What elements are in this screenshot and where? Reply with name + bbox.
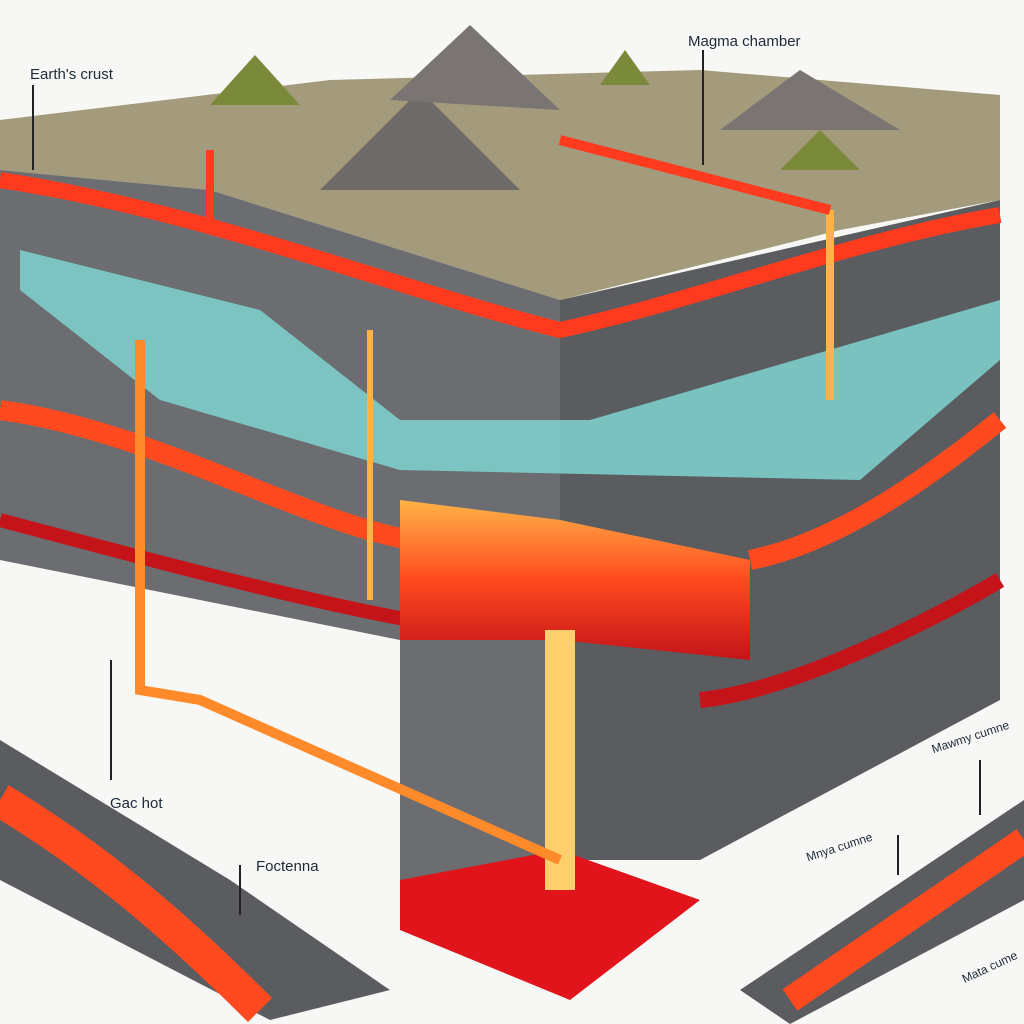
magma-pool — [400, 850, 700, 1000]
hill — [600, 50, 650, 85]
magma-vein — [782, 829, 1024, 1011]
rock-block-right — [560, 200, 1000, 860]
label-gas-hot: Gac hot — [110, 795, 163, 812]
magma-layer — [748, 412, 1007, 570]
label-magma-chamber: Magma chamber — [688, 33, 801, 50]
hill — [780, 130, 860, 170]
water-layer — [20, 250, 1000, 480]
mountain — [720, 70, 900, 130]
magma-conduit — [135, 340, 563, 865]
label-earths-crust: Earth's crust — [30, 66, 113, 83]
magma-layer — [0, 172, 1002, 339]
hill — [210, 55, 300, 105]
magma-conduit — [558, 135, 832, 215]
mountain — [320, 90, 520, 190]
mountain — [390, 25, 560, 110]
label-foctenna: Foctenna — [256, 858, 319, 875]
rock-strip-left — [0, 740, 390, 1020]
rock-strip-right — [740, 800, 1024, 1024]
magma-conduit — [545, 630, 575, 890]
magma-chamber — [400, 500, 750, 660]
magma-layer — [0, 400, 412, 550]
magma-layer — [0, 513, 412, 627]
magma-vein — [0, 785, 273, 1023]
magma-layer — [699, 573, 1005, 708]
